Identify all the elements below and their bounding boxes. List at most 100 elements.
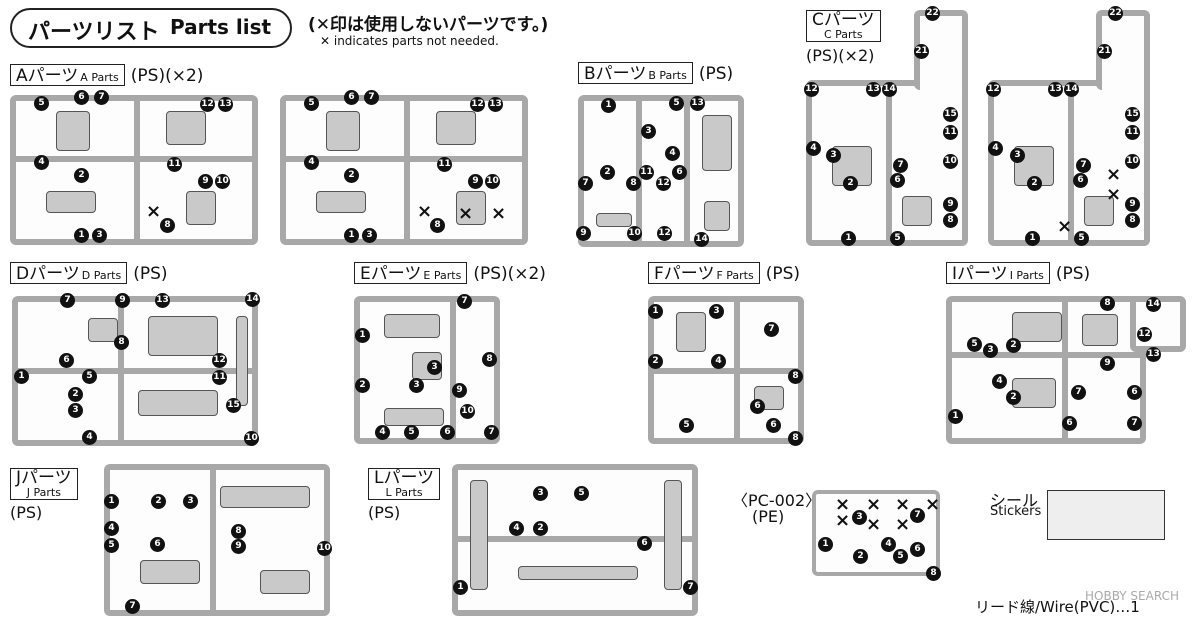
part-number: 12 <box>656 176 671 191</box>
part-number: 7 <box>484 425 499 440</box>
part-number: 6 <box>1062 416 1077 431</box>
not-needed-mark: × <box>895 514 911 535</box>
runner-f-frame <box>648 296 804 444</box>
part-number: 11 <box>943 125 958 140</box>
part-number: 14 <box>245 292 260 307</box>
part-number: 4 <box>34 155 49 170</box>
part-number: 3 <box>68 403 83 418</box>
not-needed-mark: × <box>866 514 882 535</box>
part-number: 7 <box>764 322 779 337</box>
part-number: 7 <box>125 599 140 614</box>
part-number: 8 <box>626 176 641 191</box>
part-number: 14 <box>1146 297 1161 312</box>
part-number: 7 <box>94 90 109 105</box>
part-number: 8 <box>788 369 803 384</box>
not-needed-mark: × <box>925 494 941 515</box>
part-number: 6 <box>150 537 165 552</box>
part-number: 5 <box>304 96 319 111</box>
part-number: 8 <box>430 218 445 233</box>
part-number: 6 <box>440 425 455 440</box>
part-number: 2 <box>600 165 615 180</box>
part-number: 1 <box>344 228 359 243</box>
parts-list-title-frame <box>10 8 292 48</box>
part-number: 7 <box>578 176 593 191</box>
part-number: 1 <box>818 537 833 552</box>
part-number: 6 <box>672 165 687 180</box>
part-number: 9 <box>1100 356 1115 371</box>
part-number: 4 <box>992 374 1007 389</box>
part-number: 7 <box>910 508 925 523</box>
runner-c-frame-1 <box>806 80 968 246</box>
part-number: 8 <box>231 524 246 539</box>
part-number: 5 <box>574 486 589 501</box>
part-number: 2 <box>74 168 89 183</box>
part-number: 4 <box>881 537 896 552</box>
part-number: 4 <box>82 430 97 445</box>
not-needed-mark: × <box>835 510 851 531</box>
part-number: 4 <box>665 146 680 161</box>
watermark-logo: HOBBY SEARCH <box>1085 589 1179 603</box>
pc002-label: 〈PC-002〉 <box>732 491 822 510</box>
wire-label: リード線/Wire(PVC)…1 <box>975 598 1140 616</box>
part-number: 2 <box>1006 390 1021 405</box>
part-number: 13 <box>488 97 503 112</box>
part-number: 3 <box>826 148 841 163</box>
part-number: 2 <box>355 378 370 393</box>
part-number: 4 <box>304 155 319 170</box>
part-number: 9 <box>576 226 591 241</box>
part-number: 1 <box>453 580 468 595</box>
runner-a-frame-1 <box>10 95 258 245</box>
part-number: 13 <box>155 293 170 308</box>
part-number: 1 <box>14 369 29 384</box>
part-number: 12 <box>212 353 227 368</box>
part-number: 6 <box>59 353 74 368</box>
part-number: 12 <box>470 97 485 112</box>
part-number: 10 <box>1125 154 1140 169</box>
part-number: 2 <box>843 176 858 191</box>
not-needed-mark: × <box>458 203 474 224</box>
part-number: 5 <box>1074 231 1089 246</box>
part-number: 6 <box>1073 173 1088 188</box>
part-number: 4 <box>509 521 524 536</box>
part-number: 12 <box>986 82 1001 97</box>
part-number: 1 <box>601 98 616 113</box>
part-number: 3 <box>852 510 867 525</box>
part-number: 12 <box>200 97 215 112</box>
not-needed-mark: × <box>146 201 162 222</box>
parts-list-title-ja: パーツリスト <box>28 20 160 45</box>
runner-d-frame <box>12 296 258 446</box>
runner-j-frame <box>104 464 330 616</box>
part-number: 1 <box>948 409 963 424</box>
part-number: 2 <box>1006 338 1021 353</box>
runner-i-frame <box>946 296 1146 444</box>
runner-l-frame <box>452 464 698 616</box>
part-number: 4 <box>375 425 390 440</box>
part-number: 1 <box>841 231 856 246</box>
pc002-material: (PE) <box>752 507 785 526</box>
not-needed-note-en: ✕ indicates parts not needed. <box>320 34 499 48</box>
part-number: 14 <box>1064 82 1079 97</box>
part-number: 8 <box>788 431 803 446</box>
part-number: 10 <box>485 174 500 189</box>
part-number: 5 <box>404 425 419 440</box>
part-number: 6 <box>344 90 359 105</box>
part-number: 6 <box>1127 385 1142 400</box>
part-number: 2 <box>344 168 359 183</box>
part-number: 13 <box>690 96 705 111</box>
part-number: 11 <box>212 370 227 385</box>
part-number: 12 <box>1137 327 1152 342</box>
part-number: 9 <box>198 174 213 189</box>
part-number: 4 <box>988 141 1003 156</box>
part-number: 2 <box>533 521 548 536</box>
stickers-label-en: Stickers <box>990 504 1042 519</box>
part-number: 3 <box>92 228 107 243</box>
part-number: 9 <box>943 197 958 212</box>
part-number: 11 <box>437 157 452 172</box>
